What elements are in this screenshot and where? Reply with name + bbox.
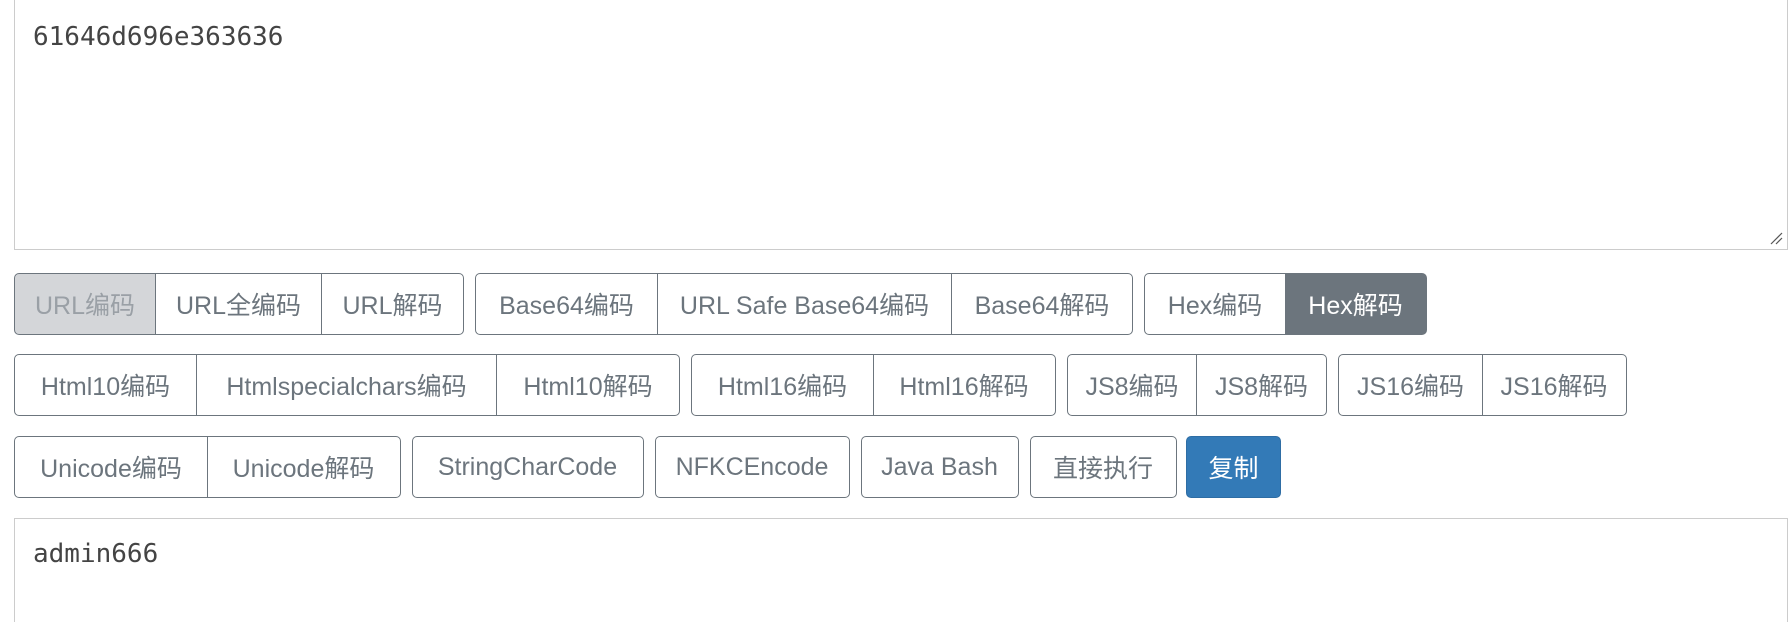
js8-decode-button[interactable]: JS8解码: [1196, 354, 1327, 416]
button-row-2: Html10编码 Htmlspecialchars编码 Html10解码 Htm…: [14, 354, 1627, 416]
copy-button[interactable]: 复制: [1186, 436, 1281, 498]
url-safe-base64-encode-button[interactable]: URL Safe Base64编码: [656, 273, 953, 335]
output-text: admin666: [33, 539, 159, 569]
execute-button[interactable]: 直接执行: [1029, 436, 1177, 498]
html10-button-group: Html10编码 Htmlspecialchars编码 Html10解码: [14, 354, 680, 416]
html16-decode-button[interactable]: Html16解码: [872, 354, 1056, 416]
resize-handle-icon[interactable]: [1769, 231, 1783, 245]
htmlspecialchars-encode-button[interactable]: Htmlspecialchars编码: [195, 354, 498, 416]
java-bash-button[interactable]: Java Bash: [860, 436, 1019, 498]
hex-button-group: Hex编码 Hex解码: [1144, 273, 1427, 335]
hex-decode-button[interactable]: Hex解码: [1284, 273, 1427, 335]
js16-encode-button[interactable]: JS16编码: [1338, 354, 1483, 416]
output-textarea[interactable]: admin666: [14, 518, 1788, 622]
js8-button-group: JS8编码 JS8解码: [1066, 354, 1327, 416]
unicode-encode-button[interactable]: Unicode编码: [14, 436, 208, 498]
html10-encode-button[interactable]: Html10编码: [14, 354, 197, 416]
button-row-1: URL编码 URL全编码 URL解码 Base64编码 URL Safe Bas…: [14, 273, 1427, 335]
unicode-decode-button[interactable]: Unicode解码: [206, 436, 401, 498]
input-textarea[interactable]: 61646d696e363636: [14, 0, 1788, 250]
button-row-3: Unicode编码 Unicode解码 StringCharCode NFKCE…: [14, 436, 1281, 498]
base64-button-group: Base64编码 URL Safe Base64编码 Base64解码: [475, 273, 1133, 335]
base64-decode-button[interactable]: Base64解码: [951, 273, 1133, 335]
js16-decode-button[interactable]: JS16解码: [1481, 354, 1627, 416]
url-encode-button[interactable]: URL编码: [14, 273, 156, 335]
js16-button-group: JS16编码 JS16解码: [1338, 354, 1627, 416]
base64-encode-button[interactable]: Base64编码: [475, 273, 658, 335]
url-button-group: URL编码 URL全编码 URL解码: [14, 273, 464, 335]
url-full-encode-button[interactable]: URL全编码: [154, 273, 323, 335]
nfkc-encode-button[interactable]: NFKCEncode: [654, 436, 850, 498]
url-decode-button[interactable]: URL解码: [321, 273, 464, 335]
html10-decode-button[interactable]: Html10解码: [496, 354, 680, 416]
html16-button-group: Html16编码 Html16解码: [691, 354, 1056, 416]
js8-encode-button[interactable]: JS8编码: [1066, 354, 1198, 416]
stringcharcode-button[interactable]: StringCharCode: [411, 436, 644, 498]
html16-encode-button[interactable]: Html16编码: [691, 354, 874, 416]
input-text: 61646d696e363636: [33, 22, 284, 52]
unicode-button-group: Unicode编码 Unicode解码: [14, 436, 401, 498]
hex-encode-button[interactable]: Hex编码: [1144, 273, 1286, 335]
